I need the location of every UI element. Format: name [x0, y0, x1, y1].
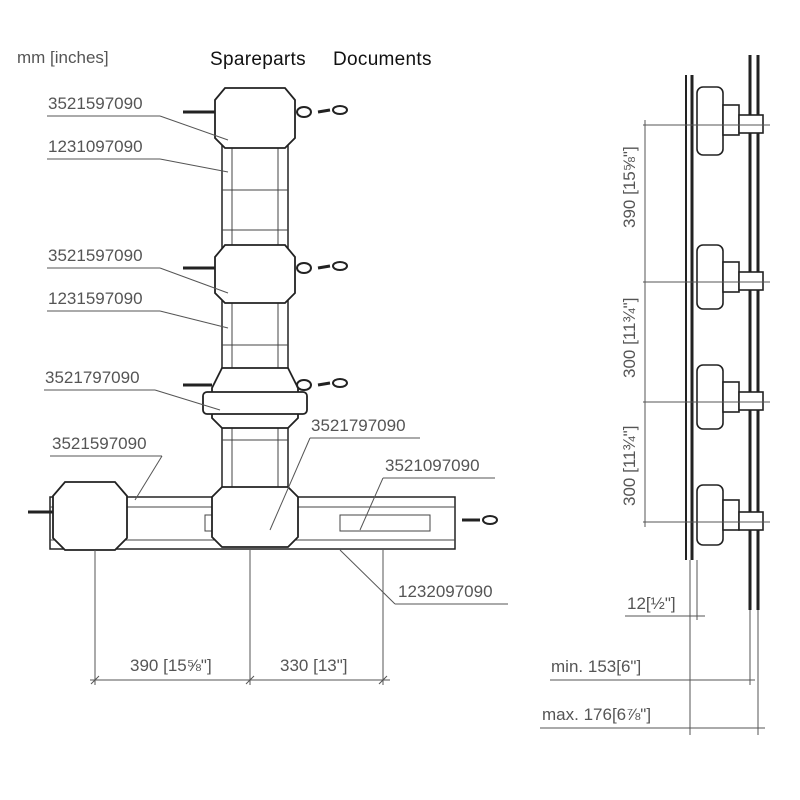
- dimension-prefix: max.: [542, 705, 579, 724]
- dimension-value: 176: [583, 705, 612, 724]
- units-label: mm [inches]: [17, 48, 109, 67]
- part-number-label[interactable]: 3521797090: [311, 416, 406, 435]
- dimension-wall: 12[½"]: [627, 594, 676, 614]
- dimension-min-depth: min. 153[6"]: [551, 657, 641, 677]
- side-view: [540, 55, 770, 735]
- dimension-value: 390: [620, 199, 639, 228]
- dimension-height-1: 390 [15⅝"]: [620, 146, 640, 228]
- part-number-label[interactable]: 3521597090: [48, 246, 143, 265]
- dimension-value: 12: [627, 594, 646, 613]
- documents-link[interactable]: Documents: [333, 49, 432, 70]
- dimension-inches: [6"]: [616, 657, 642, 676]
- dimension-prefix: min.: [551, 657, 584, 676]
- dimension-inches: [11¾"]: [620, 297, 639, 345]
- dimension-width-1: 390 [15⅝"]: [130, 656, 212, 676]
- part-number-label[interactable]: 3521597090: [48, 94, 143, 113]
- front-view: [28, 87, 508, 685]
- dimension-value: 153: [587, 657, 617, 676]
- dimension-height-3: 300 [11¾"]: [620, 426, 640, 506]
- dimension-max-depth: max. 176[6⅞"]: [542, 705, 651, 725]
- part-number-label[interactable]: 1231597090: [48, 289, 143, 308]
- part-number-label[interactable]: 3521097090: [385, 456, 480, 475]
- part-number-label[interactable]: 3521797090: [45, 368, 140, 387]
- dimension-inches: [½"]: [645, 594, 676, 613]
- dimension-inches: [6⅞"]: [611, 705, 652, 724]
- part-number-label[interactable]: 1232097090: [398, 582, 493, 601]
- dimension-inches: [13"]: [313, 656, 348, 675]
- dimension-inches: [15⅝"]: [163, 656, 212, 675]
- dimension-inches: [11¾"]: [620, 425, 639, 473]
- dimension-value: 300: [620, 349, 639, 378]
- dimension-height-2: 300 [11¾"]: [620, 298, 640, 378]
- dimension-width-2: 330 [13"]: [280, 656, 348, 676]
- dimension-inches: [15⅝"]: [620, 146, 639, 195]
- part-number-label[interactable]: 1231097090: [48, 137, 143, 156]
- dimension-value: 390: [130, 656, 159, 675]
- dimension-value: 300: [620, 477, 639, 506]
- part-number-label[interactable]: 3521597090: [52, 434, 147, 453]
- spareparts-link[interactable]: Spareparts: [210, 49, 306, 70]
- dimension-value: 330: [280, 656, 309, 675]
